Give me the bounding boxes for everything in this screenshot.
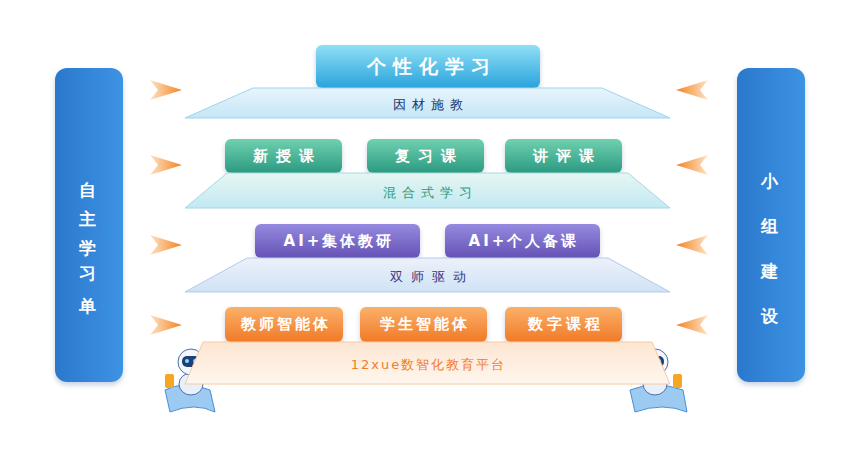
band-outline bbox=[185, 342, 670, 384]
box-label: 复习课 bbox=[395, 147, 464, 166]
arrowhead bbox=[676, 80, 708, 100]
top-goal-box: 个性化学习 bbox=[316, 45, 540, 88]
side-label: 小组建设 bbox=[760, 158, 783, 338]
band-label: 混合式学习 bbox=[383, 184, 478, 202]
box-label: 学生智能体 bbox=[380, 315, 470, 334]
box-label: AI+个人备课 bbox=[469, 232, 580, 251]
arrowhead bbox=[676, 315, 708, 335]
band-outline bbox=[185, 173, 670, 208]
teacher-prep-box: AI+集体教研 bbox=[255, 224, 420, 258]
box-label: 个性化学习 bbox=[367, 54, 497, 80]
driver-band: 双师驱动 bbox=[185, 258, 670, 292]
agent-box: 学生智能体 bbox=[360, 307, 487, 342]
side-bar: 自主学习单 bbox=[55, 68, 123, 382]
band-label: 12xue数智化教育平台 bbox=[351, 356, 506, 374]
platform-band: 12xue数智化教育平台 bbox=[185, 342, 670, 384]
box-label: 教师智能体 bbox=[241, 315, 331, 334]
lesson-box: 复习课 bbox=[367, 139, 484, 173]
band-outline bbox=[185, 88, 670, 118]
right-arrowheads bbox=[676, 80, 708, 335]
lesson-box: 讲评课 bbox=[505, 139, 622, 173]
band-label: 因材施教 bbox=[393, 96, 469, 114]
left-arrowheads bbox=[150, 80, 182, 335]
arrowhead bbox=[150, 80, 182, 100]
band-label: 双师驱动 bbox=[390, 268, 474, 286]
arrowhead bbox=[676, 235, 708, 255]
side-label: 自主学习单 bbox=[78, 167, 101, 312]
box-label: AI+集体教研 bbox=[284, 232, 395, 251]
arrowhead bbox=[676, 155, 708, 175]
strategy-band: 因材施教 bbox=[185, 88, 670, 118]
box-label: 讲评课 bbox=[533, 147, 602, 166]
arrowhead bbox=[150, 315, 182, 335]
band-outline bbox=[185, 258, 670, 292]
arrowhead bbox=[150, 155, 182, 175]
course-box: 数字课程 bbox=[505, 307, 622, 342]
lesson-box: 新授课 bbox=[225, 139, 342, 173]
box-label: 新授课 bbox=[253, 147, 322, 166]
method-band: 混合式学习 bbox=[185, 173, 670, 208]
teacher-prep-box: AI+个人备课 bbox=[445, 224, 600, 258]
agent-box: 教师智能体 bbox=[225, 307, 343, 342]
box-label: 数字课程 bbox=[528, 315, 604, 334]
arrowhead bbox=[150, 235, 182, 255]
side-bar: 小组建设 bbox=[737, 68, 805, 382]
